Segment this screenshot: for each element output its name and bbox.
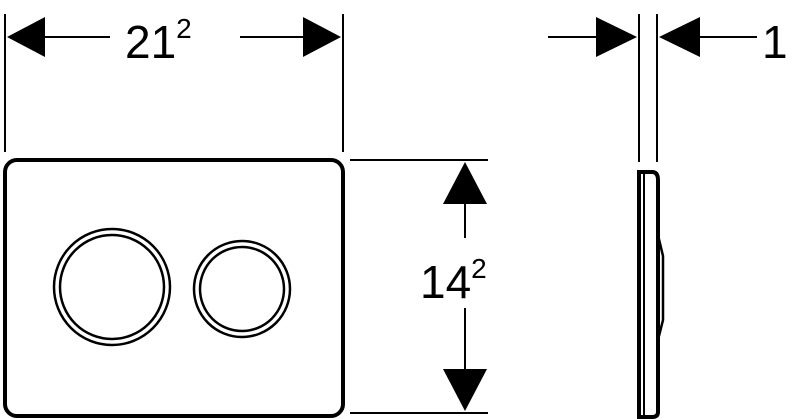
height-superscript: 2: [471, 253, 487, 284]
width-arrow-right: [303, 17, 341, 57]
thickness-arrow-right: [659, 17, 700, 57]
height-label: 142: [420, 253, 487, 308]
plate-outline: [3, 158, 345, 418]
width-superscript: 2: [176, 13, 192, 44]
side-view-button-protrusion: [656, 234, 665, 341]
width-label: 212: [125, 13, 192, 68]
width-dimension: 212: [4, 13, 344, 152]
thickness-arrow-left: [596, 17, 637, 57]
dual-flush-small-button: [192, 239, 292, 339]
height-arrow-bottom: [443, 369, 487, 411]
thickness-label: 1: [762, 16, 788, 68]
dual-flush-large-button: [52, 227, 172, 347]
height-dimension: 142: [350, 159, 488, 414]
side-view: [637, 170, 665, 419]
front-view-plate: [3, 158, 345, 418]
height-value: 14: [420, 256, 471, 308]
side-view-profile: [637, 170, 660, 419]
thickness-dimension: 1: [548, 14, 788, 162]
width-value: 21: [125, 16, 176, 68]
height-arrow-top: [443, 162, 487, 204]
width-arrow-left: [7, 17, 45, 57]
